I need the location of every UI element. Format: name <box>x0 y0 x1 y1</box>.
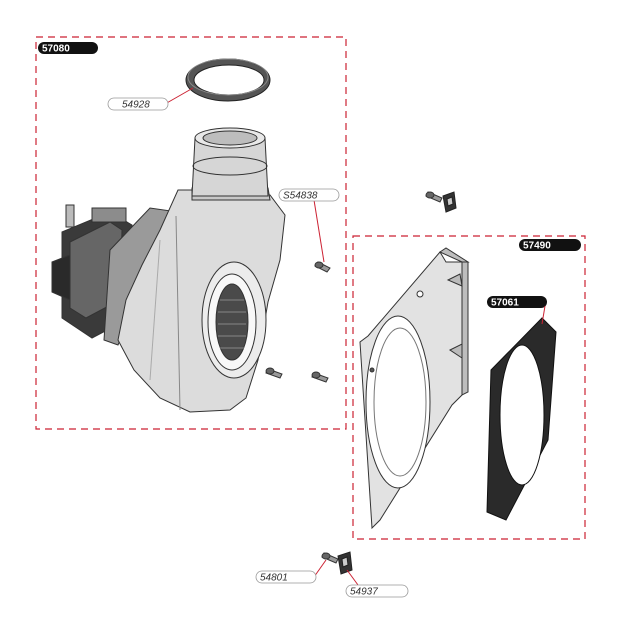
badge-57061-text: 57061 <box>491 298 519 309</box>
callout-54937[interactable]: 54937 <box>345 584 409 598</box>
leader-S54838 <box>313 199 325 263</box>
leader-57061 <box>541 305 546 325</box>
badge-57061[interactable]: 57061 <box>487 296 547 309</box>
mounting-plate-assembly-box <box>352 235 586 540</box>
clip-icon <box>442 191 457 213</box>
badge-57490[interactable]: 57490 <box>519 239 581 252</box>
mounting-plate-icon <box>359 247 470 530</box>
callout-54937-text: 54937 <box>350 587 378 598</box>
leader-54937 <box>346 569 359 586</box>
blower-assembly-box <box>35 36 347 430</box>
callout-54928-text: 54928 <box>122 100 150 111</box>
badge-57080-text: 57080 <box>42 44 70 55</box>
blower-motor-icon <box>51 127 286 413</box>
badge-57490-text: 57490 <box>523 241 551 252</box>
badge-57080[interactable]: 57080 <box>38 42 98 55</box>
square-gasket-icon <box>486 317 557 521</box>
callout-S54838[interactable]: S54838 <box>278 188 340 202</box>
screw-icon <box>425 191 443 203</box>
callout-S54838-text: S54838 <box>283 191 318 202</box>
screw-icon <box>321 552 339 564</box>
screw-icon <box>311 371 329 383</box>
callout-54928[interactable]: 54928 <box>107 97 169 111</box>
callout-54801[interactable]: 54801 <box>255 570 317 584</box>
clip-icon <box>337 551 353 575</box>
leader-54801 <box>313 559 327 578</box>
screw-icon <box>314 261 331 273</box>
gasket-ring-icon <box>185 58 271 102</box>
screw-icon <box>265 367 283 379</box>
callout-54801-text: 54801 <box>260 573 288 584</box>
leader-54928 <box>164 87 194 105</box>
